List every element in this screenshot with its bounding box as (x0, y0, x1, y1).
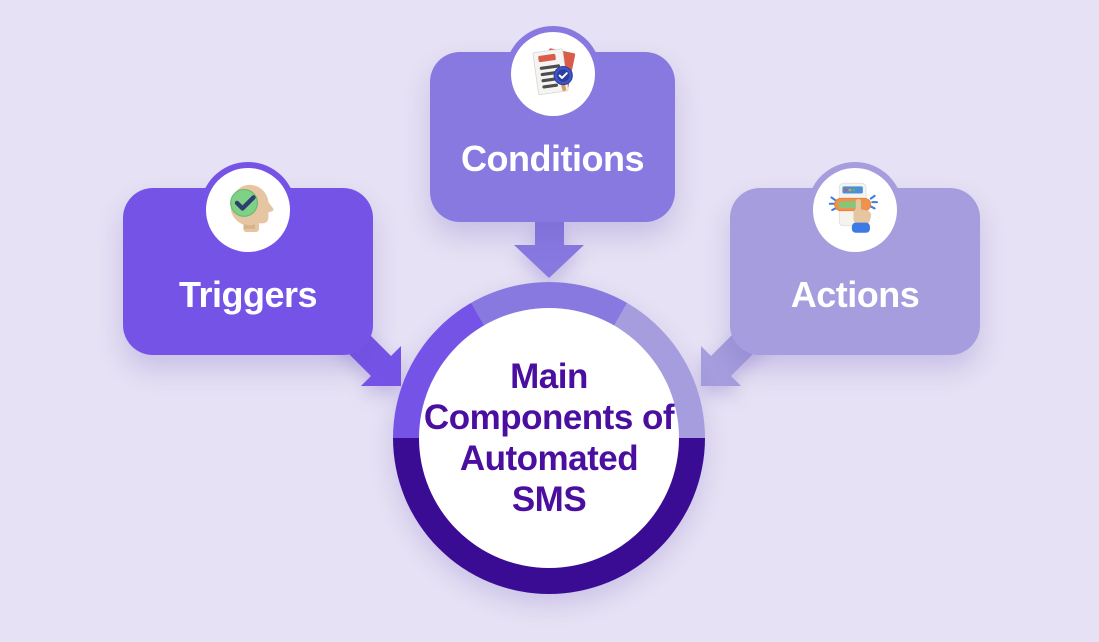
triggers-card: Triggers (123, 162, 373, 355)
conditions-icon-circle (510, 32, 595, 116)
document-check-icon (532, 48, 575, 96)
actions-label: Actions (790, 274, 920, 315)
center-title-line: Main (510, 357, 588, 396)
head-check-icon (230, 184, 274, 232)
conditions-arrow (514, 220, 584, 278)
center-title-line: Automated (459, 439, 639, 478)
actions-card: Actions (730, 162, 980, 355)
center-title-line: Components of (423, 398, 675, 437)
conditions-card: Conditions (430, 26, 675, 222)
center-title-line: SMS (511, 480, 587, 519)
actions-icon-circle (813, 168, 897, 252)
triggers-label: Triggers (178, 274, 318, 315)
triggers-icon-circle (206, 168, 290, 252)
center-title: Main Components of Automated SMS (419, 308, 679, 568)
button-press-icon (828, 182, 879, 233)
conditions-label: Conditions (461, 138, 644, 179)
center-ring: Main Components of Automated SMS (393, 282, 705, 594)
